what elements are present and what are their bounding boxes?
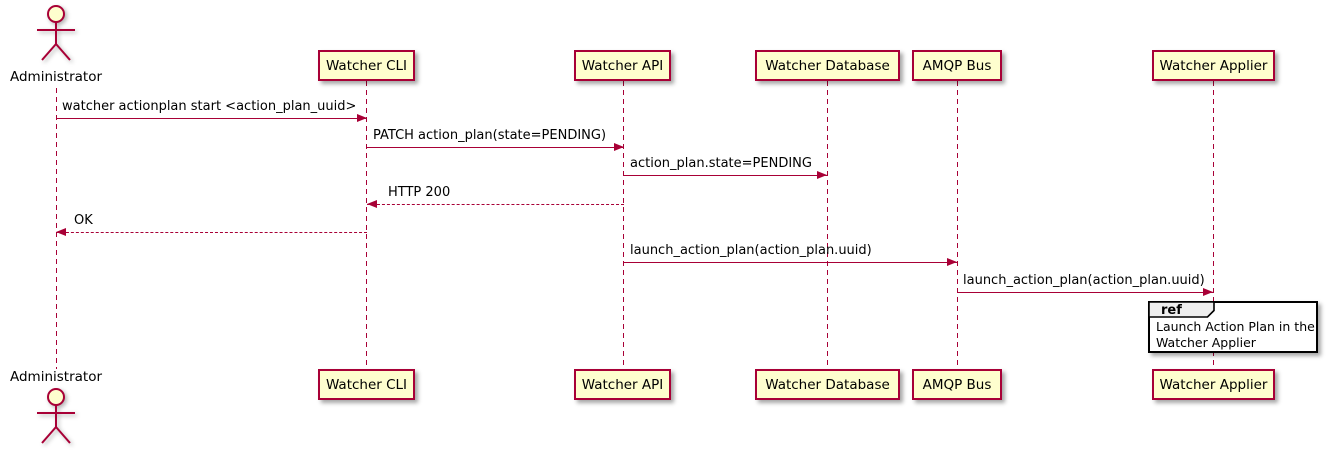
message-label: OK xyxy=(74,213,93,228)
participant-watcher-cli: Watcher CLI xyxy=(318,369,415,400)
ref-text: Launch Action Plan in the Watcher Applie… xyxy=(1156,319,1315,351)
arrowhead-left-icon xyxy=(367,200,377,208)
message-label: action_plan.state=PENDING xyxy=(630,156,812,171)
lifeline-watcher-api xyxy=(623,81,624,369)
message-state-pending: action_plan.state=PENDING xyxy=(624,156,827,179)
message-launch-action-plan-api: launch_action_plan(action_plan.uuid) xyxy=(624,243,957,266)
arrowhead-right-icon xyxy=(614,143,624,151)
actor-icon xyxy=(34,386,78,450)
message-start-actionplan: watcher actionplan start <action_plan_uu… xyxy=(56,99,367,122)
ref-keyword: ref xyxy=(1161,303,1182,318)
lifeline-watcher-database xyxy=(827,81,828,369)
message-line xyxy=(56,228,367,236)
actor-label: Administrator xyxy=(9,69,103,85)
message-line xyxy=(367,143,624,151)
arrowhead-right-icon xyxy=(817,171,827,179)
ref-text-line: Watcher Applier xyxy=(1156,335,1256,350)
participant-amqp-bus: AMQP Bus xyxy=(912,369,1002,400)
message-ok: OK xyxy=(56,213,367,236)
message-line xyxy=(56,114,367,122)
lifeline-amqp-bus xyxy=(957,81,958,369)
arrowhead-right-icon xyxy=(357,114,367,122)
lifeline-watcher-cli xyxy=(366,81,367,369)
arrowhead-left-icon xyxy=(56,228,66,236)
ref-tab-icon xyxy=(1148,301,1215,318)
participant-watcher-database: Watcher Database xyxy=(755,369,900,400)
message-line xyxy=(957,288,1213,296)
actor-label: Administrator xyxy=(9,369,103,385)
message-label: PATCH action_plan(state=PENDING) xyxy=(373,128,607,143)
participant-watcher-api: Watcher API xyxy=(574,50,671,81)
ref-text-line: Launch Action Plan in the xyxy=(1156,319,1315,334)
participant-amqp-bus: AMQP Bus xyxy=(912,50,1002,81)
participant-watcher-database: Watcher Database xyxy=(755,50,900,81)
message-label: watcher actionplan start <action_plan_uu… xyxy=(62,99,357,114)
arrowhead-right-icon xyxy=(1203,288,1213,296)
message-label: launch_action_plan(action_plan.uuid) xyxy=(630,243,872,258)
actor-icon xyxy=(34,3,78,67)
participant-watcher-api: Watcher API xyxy=(574,369,671,400)
arrowhead-right-icon xyxy=(947,258,957,266)
message-launch-action-plan-amqp: launch_action_plan(action_plan.uuid) xyxy=(957,273,1213,296)
message-line xyxy=(367,200,624,208)
lifeline-watcher-applier xyxy=(1213,81,1214,369)
participant-watcher-applier: Watcher Applier xyxy=(1152,50,1275,81)
message-line xyxy=(624,258,957,266)
participant-watcher-applier: Watcher Applier xyxy=(1152,369,1275,400)
message-patch-action-plan: PATCH action_plan(state=PENDING) xyxy=(367,128,624,151)
message-label: HTTP 200 xyxy=(388,185,451,200)
message-http-200: HTTP 200 xyxy=(367,185,624,208)
message-label: launch_action_plan(action_plan.uuid) xyxy=(963,273,1205,288)
message-line xyxy=(624,171,827,179)
ref-fragment: ref Launch Action Plan in the Watcher Ap… xyxy=(1148,301,1318,353)
participant-watcher-cli: Watcher CLI xyxy=(318,50,415,81)
